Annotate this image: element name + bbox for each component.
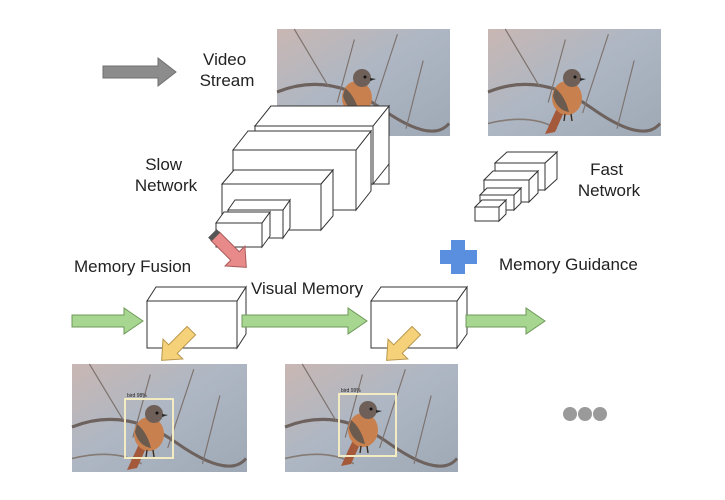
detection-frame-2: bird 99% xyxy=(283,362,459,472)
video-frame-2 xyxy=(486,27,662,136)
fast-network-layers xyxy=(473,150,559,223)
memory-arrow-in-icon xyxy=(71,307,144,335)
ellipsis-icon xyxy=(563,407,607,421)
detection-frame-1: bird 98% xyxy=(70,362,248,472)
detection-box xyxy=(338,393,397,457)
video-stream-label-line2: Stream xyxy=(200,71,255,90)
update-arrow-1-icon xyxy=(161,325,197,361)
stream-arrow-icon xyxy=(102,56,177,88)
fast-network-label-line2: Network xyxy=(578,181,641,200)
svg-text:Video Stream: Video Stream xyxy=(200,50,255,90)
memory-arrow-out-icon xyxy=(465,307,546,335)
fusion-arrow-icon xyxy=(208,229,247,268)
memory-fusion-label: Memory Fusion xyxy=(74,257,191,276)
memory-box-2 xyxy=(370,285,468,350)
svg-text:Slow Network: Slow Network xyxy=(135,155,198,195)
memory-arrow-mid-icon xyxy=(241,307,368,335)
slow-network-label-line1: Slow xyxy=(145,155,183,174)
detection-tag-1: bird 98% xyxy=(127,393,147,399)
visual-memory-label: Visual Memory xyxy=(251,279,364,298)
guidance-plus-icon xyxy=(440,240,477,274)
memory-guidance-label: Memory Guidance xyxy=(499,255,638,274)
fast-network-label-line1: Fast xyxy=(590,160,623,179)
svg-text:Fast Network: Fast Network xyxy=(578,160,641,200)
detection-tag-2: bird 99% xyxy=(341,388,361,394)
memory-box-1 xyxy=(146,285,247,350)
slow-network-layers xyxy=(215,104,391,249)
slow-network-label-line2: Network xyxy=(135,176,198,195)
video-stream-label-line1: Video xyxy=(203,50,246,69)
detection-box xyxy=(124,398,174,459)
update-arrow-2-icon xyxy=(386,325,422,361)
